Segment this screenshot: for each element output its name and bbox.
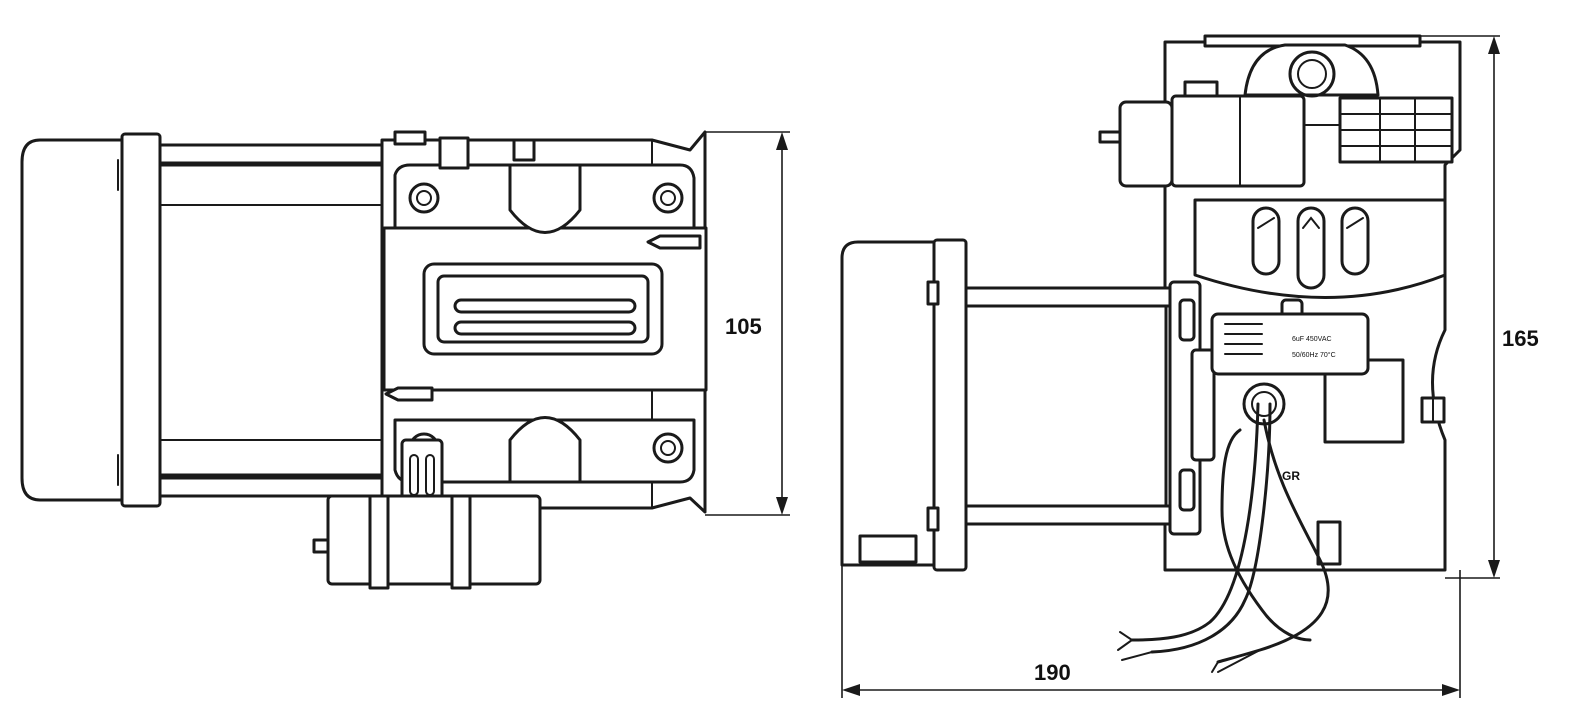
tie-rod-top <box>158 143 394 165</box>
diaphragm-lobe-top <box>508 163 582 234</box>
dimension-front-height <box>705 131 790 516</box>
motor-stator <box>158 163 384 477</box>
motor-flange <box>120 132 162 508</box>
head-stack <box>1338 96 1454 164</box>
dimension-label-190: 190 <box>1034 660 1071 685</box>
inlet-arrow-icon <box>646 234 702 250</box>
dimension-side-height <box>1420 35 1500 579</box>
dimension-label-165: 165 <box>1502 326 1539 351</box>
vent-window <box>1193 198 1447 299</box>
fin-slot-2 <box>453 320 637 336</box>
tie-rod-bottom <box>158 476 394 498</box>
ground-wire-label: GR <box>1282 469 1300 483</box>
capacitor-side: 6uF 450VAC 50/60Hz 70°C <box>1210 312 1370 376</box>
power-wires <box>1117 402 1330 673</box>
fin-slot-1 <box>453 298 637 314</box>
bottom-port <box>400 438 444 502</box>
tie-rod-side-top <box>964 286 1182 308</box>
motor-side-stator <box>964 304 1168 508</box>
tie-rod-side-bottom <box>964 504 1182 526</box>
outlet-arrow-icon <box>384 386 434 402</box>
front-view: 105 <box>20 130 790 590</box>
side-view: 6uF 450VAC 50/60Hz 70°C GR <box>840 34 1539 698</box>
motor-side-cap <box>840 240 940 567</box>
diaphragm-lobe-bottom <box>508 416 582 484</box>
capacitor-rating: 6uF 450VAC <box>1292 336 1332 343</box>
valve-block <box>1098 94 1341 188</box>
dimension-side-width <box>841 565 1461 698</box>
dimension-label-105: 105 <box>725 314 762 339</box>
bolt-heads <box>408 182 684 464</box>
motor-end-cap <box>20 138 124 502</box>
capacitor-front <box>312 494 542 590</box>
capacitor-frequency: 50/60Hz 70°C <box>1292 351 1336 359</box>
